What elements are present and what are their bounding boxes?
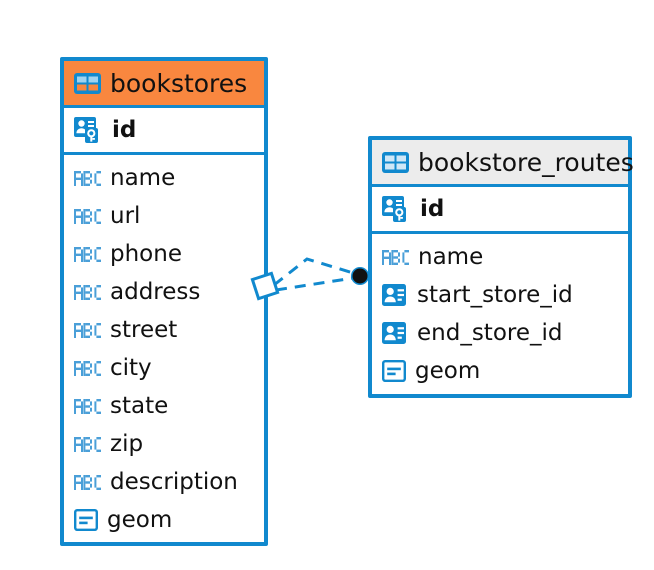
entity-header-bookstore-routes[interactable]: bookstore_routes — [372, 140, 634, 187]
field-label: end_store_id — [417, 319, 563, 346]
entity-table-bookstore-routes[interactable]: bookstore_routes — [368, 136, 634, 398]
foreign-key-icon — [382, 284, 408, 306]
field-row-end-store-id[interactable]: end_store_id — [372, 314, 628, 352]
text-abc-icon — [74, 246, 101, 262]
field-label: geom — [415, 357, 481, 384]
field-label: url — [110, 202, 141, 229]
text-abc-icon — [74, 170, 101, 186]
primary-key-section: id — [372, 187, 628, 234]
field-row-city[interactable]: city — [64, 349, 264, 387]
field-row-address[interactable]: address — [64, 273, 264, 311]
text-abc-icon — [74, 436, 101, 452]
table-icon — [74, 72, 101, 94]
field-row-zip[interactable]: zip — [64, 425, 264, 463]
field-label: geom — [107, 506, 173, 533]
field-row-phone[interactable]: phone — [64, 235, 264, 273]
field-row-id[interactable]: id — [372, 187, 628, 231]
text-abc-icon — [74, 284, 101, 300]
text-abc-icon — [74, 322, 101, 338]
field-label: description — [110, 468, 238, 495]
field-label: name — [110, 164, 176, 191]
text-abc-icon — [74, 398, 101, 414]
primary-key-icon — [382, 195, 411, 223]
relationship-line-lower — [275, 275, 361, 292]
text-abc-icon — [74, 474, 101, 490]
field-label: street — [110, 316, 178, 343]
field-row-state[interactable]: state — [64, 387, 264, 425]
field-list-bookstore-routes: name start_store_id — [372, 234, 628, 396]
table-icon — [382, 151, 409, 173]
field-row-description[interactable]: description — [64, 463, 264, 501]
field-row-street[interactable]: street — [64, 311, 264, 349]
foreign-key-icon — [382, 322, 408, 344]
field-label: id — [112, 116, 137, 143]
field-label: address — [110, 278, 201, 305]
geometry-icon — [382, 360, 407, 383]
entity-header-bookstores[interactable]: bookstores — [64, 61, 264, 108]
text-abc-icon — [74, 360, 101, 376]
field-row-id[interactable]: id — [64, 108, 264, 152]
field-row-geom[interactable]: geom — [64, 501, 264, 539]
primary-key-icon — [74, 116, 103, 144]
text-abc-icon — [382, 249, 409, 265]
text-abc-icon — [74, 208, 101, 224]
field-label: state — [110, 392, 169, 419]
field-label: id — [420, 195, 445, 222]
entity-table-bookstores[interactable]: bookstores — [60, 57, 268, 546]
field-label: start_store_id — [417, 281, 573, 308]
relationship-line-upper — [273, 257, 361, 287]
field-row-geom[interactable]: geom — [372, 352, 628, 390]
relationship-marker-circle — [352, 268, 368, 284]
entity-title: bookstore_routes — [418, 147, 634, 177]
field-label: name — [418, 243, 484, 270]
field-row-name[interactable]: name — [64, 159, 264, 197]
field-label: zip — [110, 430, 144, 457]
field-label: phone — [110, 240, 182, 267]
relationship-connector[interactable] — [250, 245, 380, 325]
field-row-url[interactable]: url — [64, 197, 264, 235]
geometry-icon — [74, 509, 99, 532]
relationship-marker-circle-ring — [351, 267, 369, 285]
entity-title: bookstores — [110, 68, 248, 98]
field-row-name[interactable]: name — [372, 238, 628, 276]
primary-key-section: id — [64, 108, 264, 155]
field-row-start-store-id[interactable]: start_store_id — [372, 276, 628, 314]
field-list-bookstores: name u — [64, 155, 264, 545]
field-label: city — [110, 354, 152, 381]
